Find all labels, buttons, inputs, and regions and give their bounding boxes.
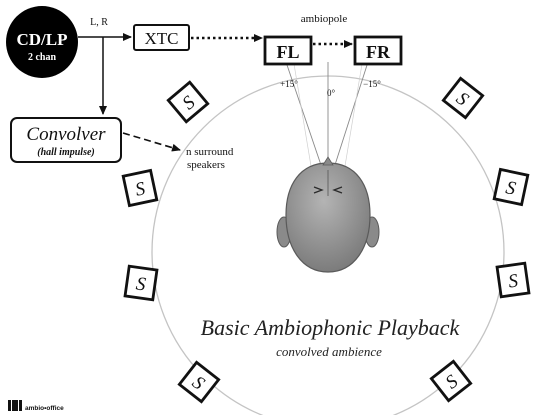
surround-speaker: S: [123, 264, 159, 302]
angle-lines-faint: [293, 63, 363, 173]
angle-lines: [285, 61, 369, 169]
source-subtitle: 2 chan: [28, 52, 57, 63]
speaker-fl: [263, 35, 313, 66]
surround-speaker: S: [177, 360, 221, 404]
listener-hair-mark-right: [332, 186, 343, 194]
logo-mark-bar: [8, 400, 11, 411]
ambio-logo: ambio•office: [8, 400, 64, 412]
surround-speaker-mark: S: [507, 270, 520, 292]
surround-note-line1: n surround: [186, 146, 234, 158]
convolver-to-surround-arrow: [122, 132, 181, 152]
surround-speaker: S: [441, 76, 485, 120]
diagram-subtitle: convolved ambience: [276, 344, 382, 359]
output-label: L, R: [90, 17, 108, 28]
speaker-fr-label: FR: [366, 42, 391, 62]
convolver-box: [10, 117, 122, 163]
surround-speaker: S: [166, 80, 210, 124]
angle-left-label: +15°: [280, 79, 298, 89]
logo-mark-bar: [12, 400, 18, 411]
xtc-box: [133, 24, 190, 51]
listener-head: [276, 156, 380, 273]
surround-speakers: S S S S S S S S: [121, 76, 531, 404]
surround-speaker: S: [492, 167, 530, 207]
surround-speaker: S: [495, 261, 531, 299]
speaker-fl-label: FL: [276, 42, 299, 62]
listener-nose: [322, 156, 334, 166]
logo-mark-bar: [19, 400, 22, 411]
listener-hair-mark-left: [313, 186, 324, 194]
surround-speaker: S: [429, 359, 473, 403]
convolver-subtitle: (hall impulse): [37, 147, 95, 158]
surround-note-line2: speakers: [187, 159, 225, 171]
source-title: CD/LP: [17, 30, 68, 49]
convolver-title: Convolver: [26, 124, 106, 145]
diagram-title: Basic Ambiophonic Playback: [201, 315, 461, 340]
surround-speaker: S: [121, 168, 159, 208]
listener-head-shape: [285, 162, 371, 273]
surround-speaker-mark: S: [135, 273, 148, 295]
ambiopole-label: ambiopole: [301, 13, 348, 25]
logo-text: ambio•office: [25, 405, 64, 412]
xtc-label: XTC: [145, 29, 179, 48]
speaker-fr: [353, 35, 403, 66]
angle-center-label: 0°: [327, 88, 336, 98]
angle-right-label: −15°: [363, 79, 381, 89]
source-disc: [6, 6, 78, 78]
